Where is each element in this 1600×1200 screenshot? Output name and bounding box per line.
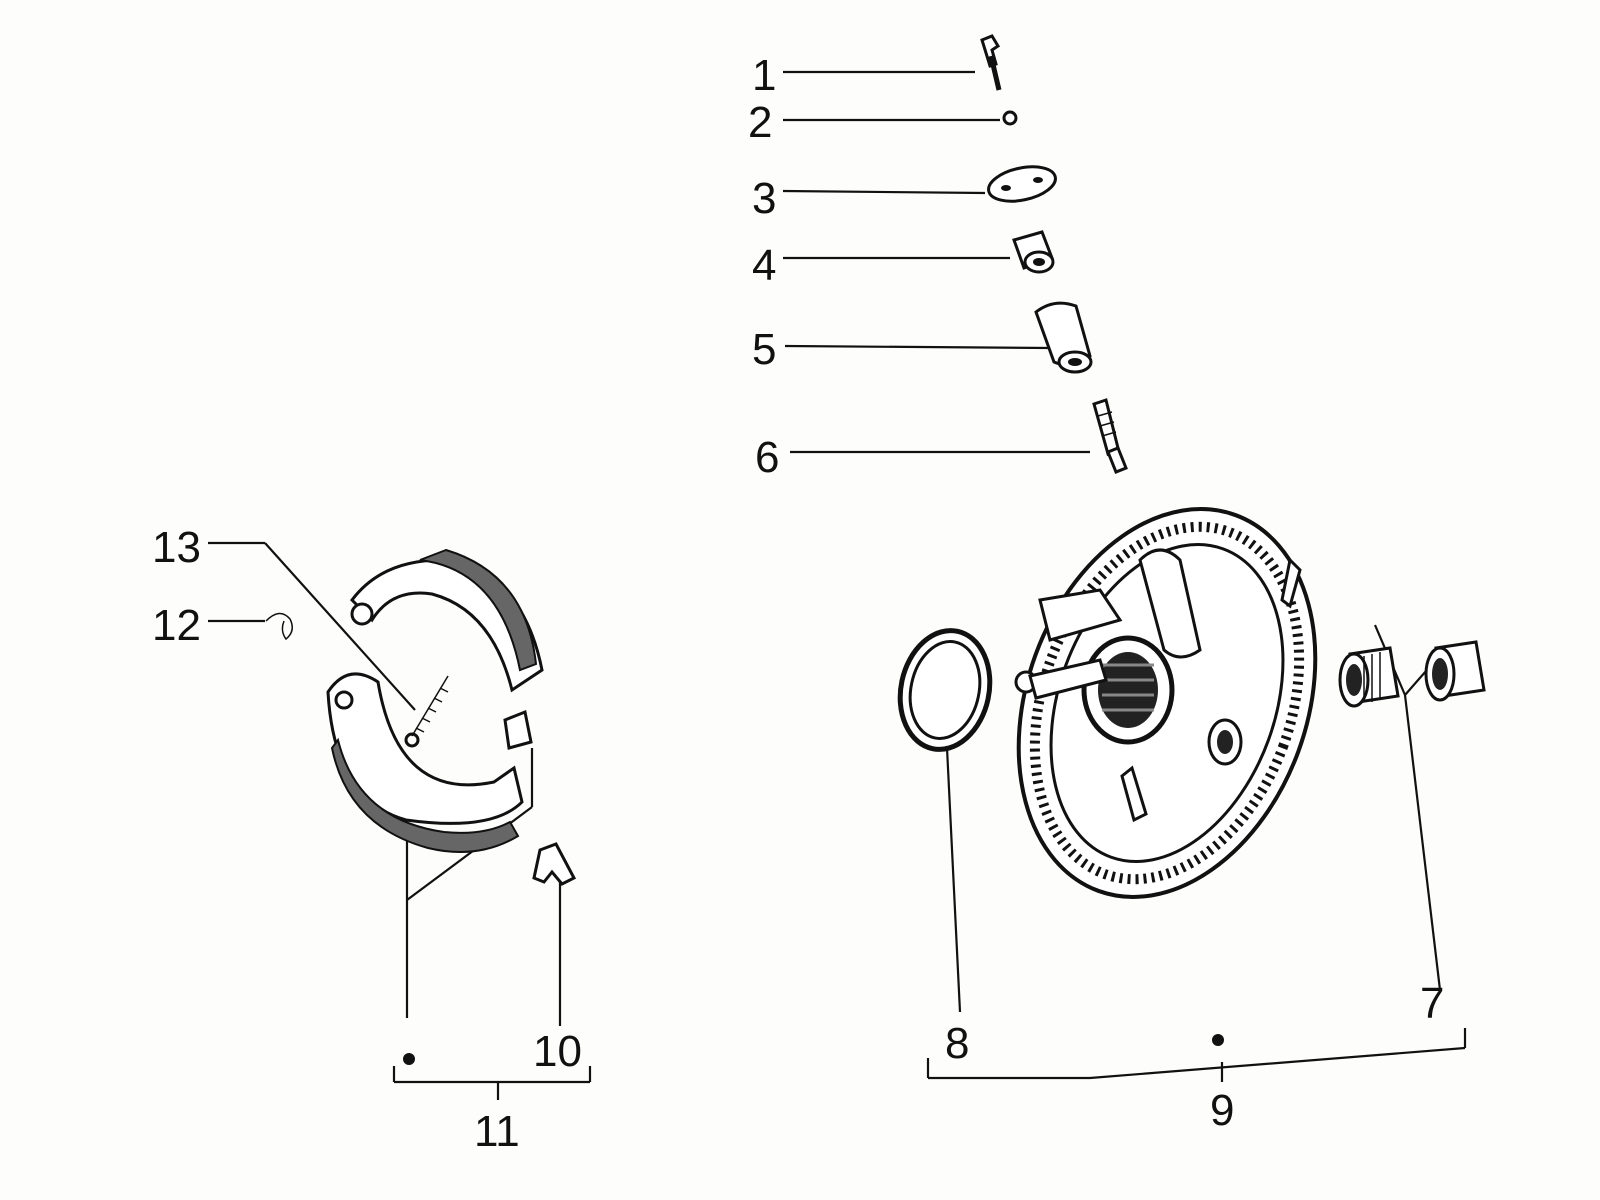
part-4-bushing — [1012, 230, 1055, 274]
part-5-cam-bushing — [1034, 301, 1093, 374]
callout-2: 2 — [748, 98, 772, 147]
part-7-needle-bearing-a — [1338, 646, 1400, 708]
bullet-dot — [1212, 1034, 1224, 1046]
callout-7: 7 — [1420, 979, 1444, 1028]
brake-shoe-upper — [350, 548, 544, 750]
part-10-retainer — [532, 842, 577, 886]
part-2-washer — [1002, 110, 1018, 126]
callout-3: 3 — [752, 174, 776, 223]
part-1-bolt — [980, 34, 1002, 91]
brake-shoe-lower — [326, 672, 524, 853]
part-12-clip — [265, 612, 293, 641]
callout-12: 12 — [152, 601, 201, 650]
callout-11: 11 — [474, 1107, 520, 1156]
callout-9: 9 — [1210, 1086, 1234, 1135]
callout-6: 6 — [755, 433, 779, 482]
callout-4: 4 — [752, 241, 776, 290]
part-6-brake-cam — [1092, 398, 1128, 474]
bullet-dot — [403, 1053, 415, 1065]
part-3-lock-plate — [987, 165, 1057, 203]
part-7-needle-bearing-b — [1424, 640, 1486, 702]
part-13-spring — [404, 675, 449, 748]
callout-8: 8 — [945, 1019, 969, 1068]
callout-1: 1 — [752, 51, 776, 100]
callout-13: 13 — [152, 523, 201, 572]
part-8-oil-seal — [897, 628, 993, 752]
callout-5: 5 — [752, 325, 776, 374]
brake-plate — [1014, 507, 1318, 899]
callout-10: 10 — [533, 1027, 582, 1076]
